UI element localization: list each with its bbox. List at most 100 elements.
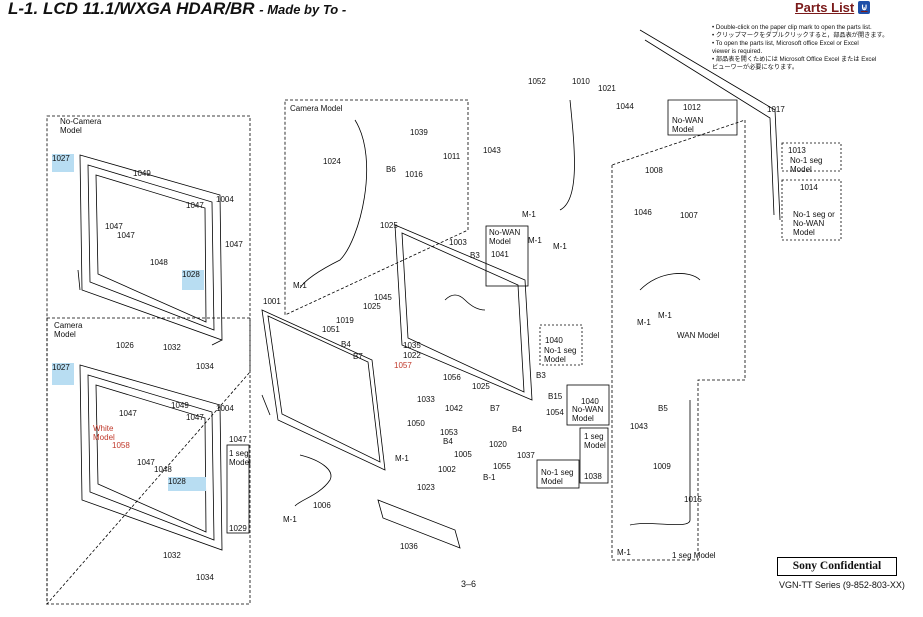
part-label: 1034 [196,573,214,582]
onesegbox-1038 [579,427,609,484]
part-label: B3 [536,371,546,380]
series-label: VGN-TT Series (9-852-803-XX) [779,580,905,590]
part-label: 1033 [417,395,435,404]
part-label: B3 [470,251,480,260]
part-1028-highlight[interactable]: 1028 [182,270,204,290]
part-1028-highlight[interactable]: 1028 [168,477,206,491]
no1seg-box-1040 [539,324,583,366]
part-label: 1001 [263,297,281,306]
part-label: B-1 [483,473,496,482]
screw-label: M-1 [617,548,631,557]
part-label: 1041 [491,250,509,259]
part-label: 1002 [438,465,456,474]
part-label: 1016 [405,170,423,179]
part-label: 1037 [517,451,535,460]
no-camera-model-label: No-Camera Model [60,117,102,135]
part-label: 1025 [380,221,398,230]
screw-label: M-1 [293,281,307,290]
part-label: 1021 [598,84,616,93]
screw-label: M-1 [395,454,409,463]
part-label: 1014 [800,183,818,192]
part-label: 1010 [572,77,590,86]
antenna-cable-2 [639,273,701,291]
top-frame-assembly [611,29,781,561]
part-label: 1056 [443,373,461,382]
front-bezel-no-camera [77,154,223,346]
note-line: • Double-click on the paper clip mark to… [712,24,872,31]
one-seg-model-label: 1 seg Model [229,449,251,467]
part-label: 1045 [374,293,392,302]
camera-model-left-label: Camera Model [54,321,83,339]
parts-list-label: Parts List [795,0,855,15]
part-label: 1035 [403,341,421,350]
screw-label: M-1 [522,210,536,219]
one-seg-model-label: 1 seg Model [584,432,606,450]
part-label: 1053 [440,428,458,437]
no-1seg-model-label: No-1 seg Model [544,346,577,364]
no-wan-model-label: No-WAN Model [489,228,521,246]
part-label: 1057 [394,361,412,370]
lcd-panel [261,309,386,471]
part-label: 1006 [313,501,331,510]
part-label: 1043 [630,422,648,431]
part-1027-highlight[interactable]: 1027 [52,154,74,172]
part-label: 1020 [489,440,507,449]
part-label: 1038 [584,472,602,481]
part-label: 1047 [105,222,123,231]
nowan-box-1041 [485,225,529,287]
part-label: 1022 [403,351,421,360]
page-title-text: L-1. LCD 11.1/WXGA HDAR/BR [8,0,255,18]
camera-cable [299,119,368,289]
no-1seg-or-no-wan-label: No-1 seg or No-WAN Model [793,210,835,237]
front-bezel-camera [79,364,223,551]
part-label: 1047 [186,201,204,210]
screw-label: M-1 [283,515,297,524]
part-label: 1054 [546,408,564,417]
no-wan-model-label: No-WAN Model [672,116,704,134]
part-label: 1025 [363,302,381,311]
wan-model-label: WAN Model [677,331,720,340]
part-1027-highlight[interactable]: 1027 [52,363,74,385]
part-label: 1013 [788,146,806,155]
screw-label: M-1 [637,318,651,327]
lvds-cable [294,454,332,507]
part-label: 1036 [400,542,418,551]
part-label: 1027 [52,363,70,372]
part-label: 1019 [336,316,354,325]
part-label: 1029 [229,524,247,533]
note-line: ビューワーが必要になります。 [712,64,799,72]
page-title-suffix: - Made by To - [259,2,347,17]
part-label: B7 [490,404,500,413]
part-label: B4 [443,437,453,446]
part-label: 1047 [119,409,137,418]
part-label: 1047 [225,240,243,249]
note-line: • To open the parts list, Microsoft offi… [712,40,859,48]
part-label: 1009 [653,462,671,471]
part-label: 1039 [410,128,428,137]
part-label: 1004 [216,404,234,413]
instruction-notes: • Double-click on the paper clip mark to… [712,24,917,73]
part-label: 1017 [767,105,785,114]
part-label: 1049 [171,401,189,410]
part-label: B4 [341,340,351,349]
note-line: • 部品表を開くためには Microsoft Office Excel または … [712,56,877,64]
no1seg-box-1013 [781,142,842,172]
page-title: L-1. LCD 11.1/WXGA HDAR/BR - Made by To … [8,0,346,19]
paper-clip-icon[interactable]: ⊍ [858,1,871,14]
part-label: 1049 [133,169,151,178]
part-label: 1026 [116,341,134,350]
part-label: 1055 [493,462,511,471]
part-label: 1042 [445,404,463,413]
white-model-label: White Model [93,424,115,442]
part-label: 1032 [163,343,181,352]
screw-label: M-1 [528,236,542,245]
part-label: 1032 [163,551,181,560]
screw-label: M-1 [658,311,672,320]
parts-list-link[interactable]: Parts List⊍ [795,0,871,15]
part-label: 1023 [417,483,435,492]
part-label: 1028 [168,477,186,486]
part-label: 1040 [581,397,599,406]
part-label: 1047 [117,231,135,240]
no1seg-box-1014 [781,179,842,241]
